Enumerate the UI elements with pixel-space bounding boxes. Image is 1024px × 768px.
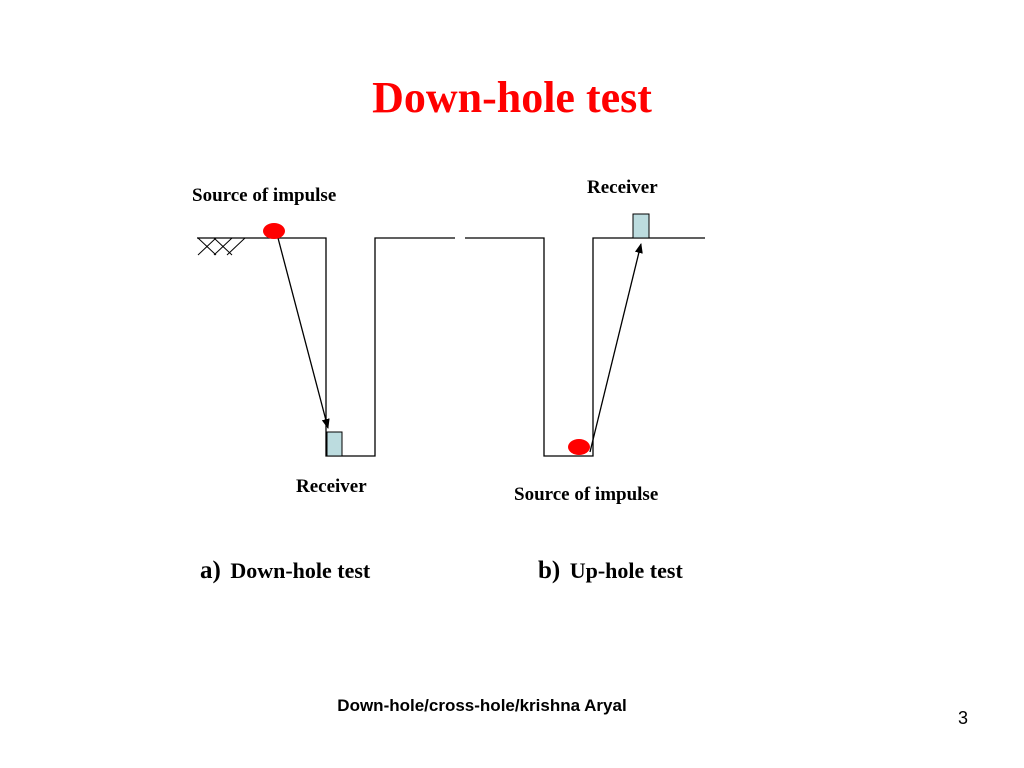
receiver-box bbox=[326, 431, 343, 457]
slide-title: Down-hole test bbox=[372, 73, 652, 122]
wave-ray-arrow bbox=[589, 243, 643, 453]
ground-and-borehole-outline bbox=[197, 237, 455, 457]
footer-text: Down-hole/cross-hole/krishna Aryal bbox=[337, 696, 627, 715]
caption-letter: b) bbox=[538, 557, 560, 584]
down-hole-diagram: Source of impulse Receiver a) Down-hole … bbox=[192, 185, 455, 584]
caption-a: a) Down-hole test bbox=[200, 557, 371, 584]
source-dot bbox=[263, 223, 285, 239]
caption-letter: a) bbox=[200, 557, 221, 584]
up-hole-diagram: Receiver Source of impulse b) Up-hole te… bbox=[465, 177, 705, 584]
source-of-impulse-label: Source of impulse bbox=[514, 484, 658, 505]
source-dot bbox=[568, 439, 590, 455]
source-of-impulse-label: Source of impulse bbox=[192, 185, 336, 206]
receiver-label: Receiver bbox=[587, 177, 658, 198]
ground-hatch-icon bbox=[197, 237, 246, 256]
caption-text: Up-hole test bbox=[570, 558, 684, 583]
wave-ray-arrow bbox=[277, 237, 330, 429]
receiver-label: Receiver bbox=[296, 476, 367, 497]
receiver-box bbox=[632, 213, 650, 239]
ground-and-borehole-outline bbox=[465, 237, 705, 457]
page-number: 3 bbox=[957, 708, 968, 728]
caption-text: Down-hole test bbox=[230, 558, 371, 583]
caption-b: b) Up-hole test bbox=[538, 557, 683, 584]
